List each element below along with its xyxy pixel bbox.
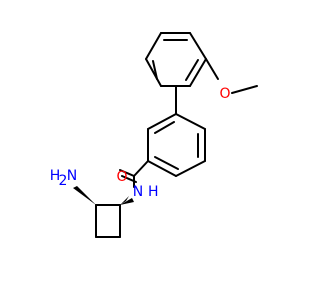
nitrogen-amine-label: N: [67, 168, 77, 184]
hydrogen-amine-label: H: [50, 168, 61, 184]
oxygen-methoxy-label: O: [219, 86, 230, 102]
bond: [133, 160, 149, 177]
bond: [145, 58, 162, 87]
bond-group: [95, 32, 258, 238]
bond: [189, 32, 207, 60]
hydrogen-amide-label: H: [148, 184, 159, 200]
bond: [175, 160, 206, 177]
bond: [189, 58, 207, 87]
wedge-bond: [120, 196, 129, 205]
bond: [175, 113, 206, 130]
bond: [147, 160, 177, 177]
bond: [147, 113, 177, 130]
bond: [205, 58, 219, 80]
hydrogen-amine-subscript: 2: [59, 173, 68, 189]
bond: [119, 169, 135, 177]
bond: [152, 60, 158, 80]
wedge-bond: [120, 198, 134, 205]
bond: [231, 85, 258, 94]
molecule-structure: O O N H H 2 N: [50, 32, 258, 238]
oxygen-carbonyl-label: O: [116, 169, 127, 185]
bond: [154, 156, 179, 170]
wedge-bond: [73, 186, 96, 205]
nitrogen-amide-label: N: [133, 184, 143, 200]
bond: [154, 121, 175, 134]
bond: [145, 32, 162, 60]
bond: [185, 59, 199, 81]
